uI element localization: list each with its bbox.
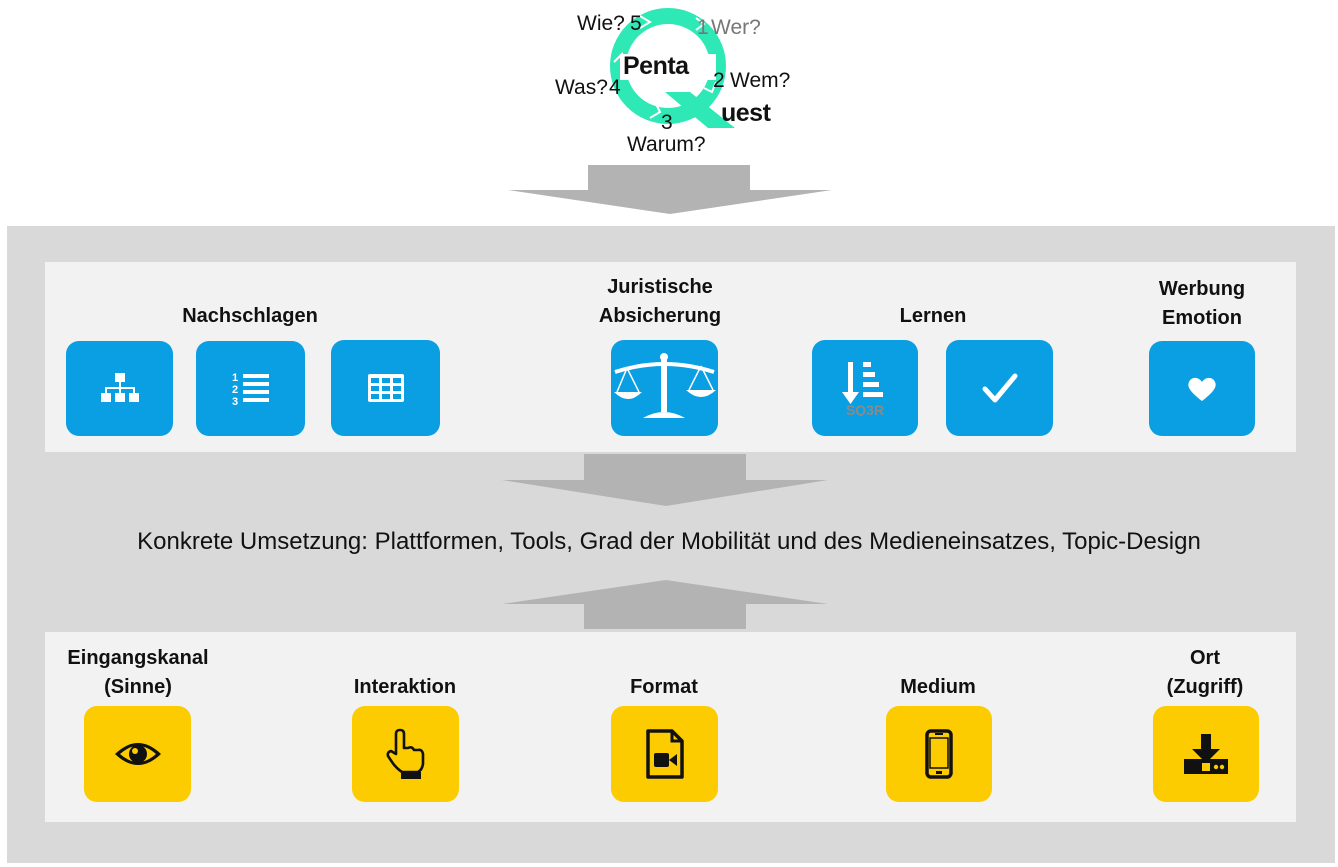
heading-medium: Medium	[900, 676, 976, 698]
download-icon	[1184, 734, 1228, 774]
pointing-hand-icon	[386, 728, 424, 779]
pentaquest-ring-icon	[610, 8, 735, 128]
logo-question-4-label: Was?	[555, 76, 608, 99]
tile-heart	[1149, 341, 1255, 436]
sitemap-icon	[100, 372, 139, 402]
heading-juristische: Juristische	[607, 276, 713, 298]
table-icon	[367, 374, 404, 402]
implementation-text: Konkrete Umsetzung: Plattformen, Tools, …	[137, 528, 1201, 555]
eye-icon	[114, 743, 161, 765]
svg-text:2: 2	[232, 384, 238, 396]
logo-question-4-num: 4	[609, 76, 621, 99]
heading-sinne: (Sinne)	[104, 676, 172, 698]
tile-download	[1153, 706, 1259, 802]
logo-question-1-num: 1	[697, 16, 709, 39]
heading-interaktion: Interaktion	[353, 676, 457, 698]
svg-text:1: 1	[232, 372, 238, 384]
tile-eye	[84, 706, 191, 802]
heading-nachschlagen: Nachschlagen	[182, 305, 318, 327]
logo-question-5-label: Wie?	[577, 12, 625, 35]
logo-question-3-label: Warum?	[627, 133, 706, 156]
tile-sq3r: SQ3R	[812, 340, 918, 436]
heading-absicherung: Absicherung	[598, 305, 722, 327]
logo-question-3-num: 3	[661, 111, 673, 134]
heading-eingangskanal: Eingangskanal	[67, 647, 209, 669]
pentaquest-logo: Penta uest Wie? 5 1 Wer? 2 Wem? Was? 4 3…	[0, 0, 1338, 170]
heading-lernen: Lernen	[899, 305, 967, 327]
tile-pointing-hand	[352, 706, 459, 802]
logo-question-2-num: 2	[713, 69, 725, 92]
heading-ort: Ort	[1190, 647, 1220, 669]
numbered-list-icon: 1 2 3	[232, 372, 269, 408]
heading-werbung: Werbung	[1158, 278, 1246, 300]
tile-video-file	[611, 706, 718, 802]
tile-smartphone	[886, 706, 992, 802]
heading-zugriff: (Zugriff)	[1166, 676, 1244, 698]
sq3r-label: SQ3R	[846, 402, 884, 416]
arrow-down-top	[508, 165, 832, 214]
tile-checkmark	[946, 340, 1053, 436]
scales-icon	[614, 353, 716, 418]
smartphone-icon	[925, 729, 953, 779]
svg-text:3: 3	[232, 396, 238, 408]
logo-word-penta: Penta	[623, 52, 689, 80]
logo-question-5-num: 5	[630, 12, 642, 35]
heart-icon	[1188, 377, 1216, 401]
tile-scales	[611, 340, 718, 436]
heading-format: Format	[630, 676, 698, 698]
logo-question-1-label: Wer?	[711, 16, 761, 39]
tile-numbered-list: 1 2 3	[196, 341, 305, 436]
heading-emotion: Emotion	[1162, 307, 1242, 329]
tile-table	[331, 340, 440, 436]
sq3r-icon: SQ3R	[842, 362, 884, 416]
logo-word-uest: uest	[721, 99, 771, 127]
video-file-icon	[645, 729, 684, 779]
tile-sitemap	[66, 341, 173, 436]
checkmark-icon	[982, 373, 1017, 403]
logo-question-2-label: Wem?	[730, 69, 791, 92]
